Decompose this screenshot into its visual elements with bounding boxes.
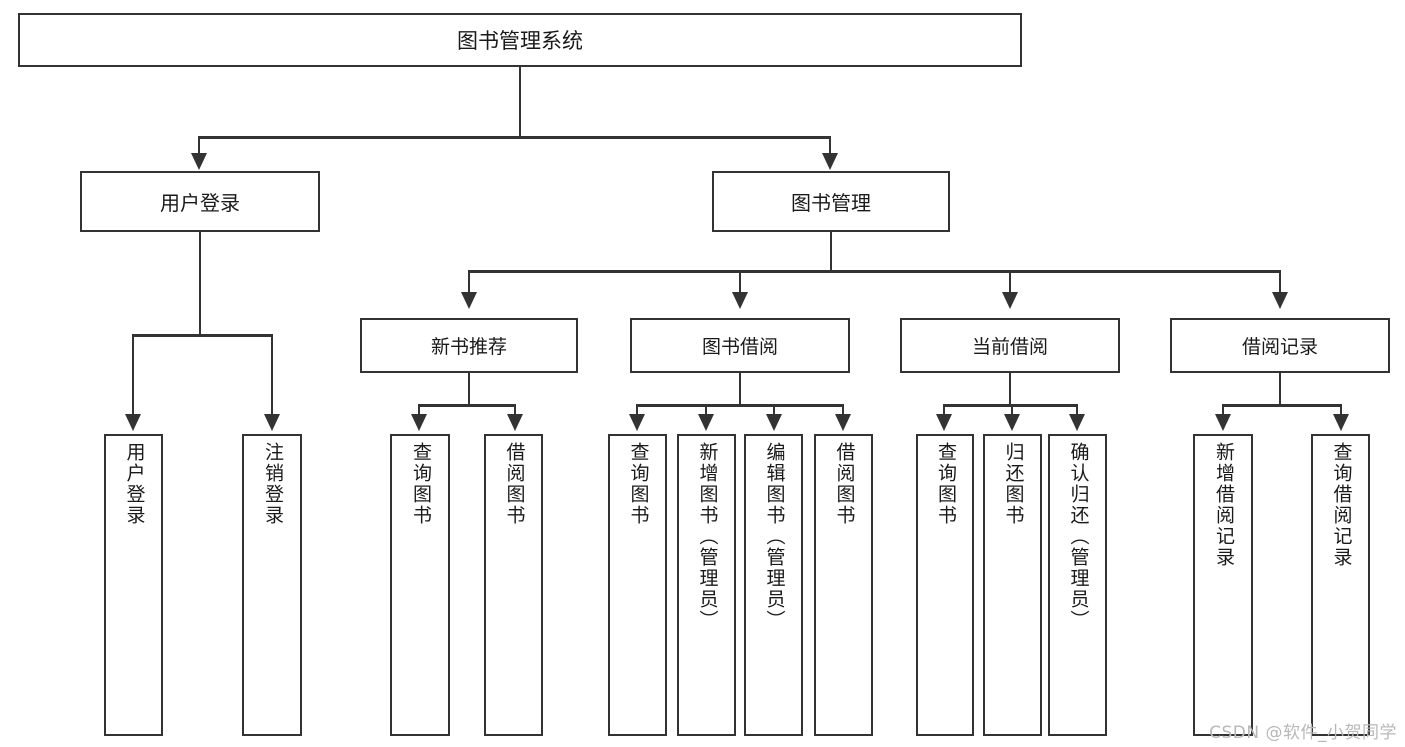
connector-br-left [1222,404,1224,416]
node-new-book-recommend-label: 新书推荐 [430,336,507,358]
connector-user-login-left [132,334,134,416]
connector-nbr-left [418,404,420,416]
leaf-query-book-1-label: 查询图书 [409,442,432,526]
connector-user-login-bar [132,334,272,337]
node-borrow-record-label: 借阅记录 [1241,336,1318,358]
arrow-cb-to-query-book [936,414,952,431]
connector-cb-c2 [1011,404,1013,416]
leaf-query-record[interactable]: 查询借阅记录 [1311,434,1370,736]
connector-bb-c2 [705,404,707,416]
leaf-add-book-label: 新增图书（管理员） [696,442,719,631]
leaf-confirm-return-label: 确认归还（管理员） [1067,442,1090,631]
leaf-borrow-book-2[interactable]: 借阅图书 [814,434,873,736]
leaf-add-record-label: 新增借阅记录 [1212,442,1235,568]
node-root[interactable]: 图书管理系统 [18,13,1022,67]
connector-bb-c1 [636,404,638,416]
arrow-br-to-add-record [1215,414,1231,431]
connector-nbr-stem [468,373,470,406]
leaf-add-book[interactable]: 新增图书（管理员） [677,434,736,736]
leaf-query-book-3[interactable]: 查询图书 [916,434,974,736]
connector-user-login-right [271,334,273,416]
node-book-borrow-label: 图书借阅 [701,336,778,358]
leaf-user-login-label: 用户登录 [123,442,146,526]
node-root-label: 图书管理系统 [457,29,583,53]
leaf-query-record-label: 查询借阅记录 [1330,442,1353,568]
node-user-login[interactable]: 用户登录 [80,171,320,232]
leaf-query-book-2-label: 查询图书 [627,442,650,526]
connector-root-stem [519,67,521,137]
connector-cb-stem [1009,373,1011,406]
arrow-cb-to-confirm-return [1069,414,1085,431]
connector-cb-bar [943,404,1077,407]
arrow-bb-to-query-book [629,414,645,431]
leaf-confirm-return[interactable]: 确认归还（管理员） [1048,434,1107,736]
leaf-return-book[interactable]: 归还图书 [983,434,1042,736]
leaf-return-book-label: 归还图书 [1002,442,1025,526]
arrow-bm-to-borrow-record [1272,292,1288,309]
arrow-br-to-query-record [1333,414,1349,431]
arrow-bm-to-current-borrow [1002,292,1018,309]
connector-book-manage-stem [830,232,832,272]
connector-br-stem [1279,373,1281,406]
leaf-borrow-book-1-label: 借阅图书 [503,442,526,526]
connector-bm-to-current-borrow [1009,270,1011,294]
arrow-nbr-to-borrow-book [507,414,523,431]
connector-root-bar [198,136,831,139]
arrow-bm-to-book-borrow [732,292,748,309]
node-user-login-label: 用户登录 [160,191,240,215]
connector-cb-c1 [943,404,945,416]
arrow-nbr-to-query-book [411,414,427,431]
connector-br-right [1340,404,1342,416]
arrow-bb-to-edit-book [766,414,782,431]
connector-bb-bar [636,404,844,407]
connector-root-to-user-login [198,136,200,156]
connector-bm-to-borrow-record [1279,270,1281,294]
arrow-cb-to-return-book [1004,414,1020,431]
node-new-book-recommend[interactable]: 新书推荐 [360,318,578,373]
leaf-borrow-book-2-label: 借阅图书 [833,442,856,526]
leaf-user-logout-label: 注销登录 [261,442,284,526]
connector-br-bar [1222,404,1342,407]
leaf-query-book-3-label: 查询图书 [934,442,957,526]
connector-user-login-stem [199,232,201,336]
connector-nbr-right [514,404,516,416]
arrow-user-login-to-leaf-user-logout [264,414,280,431]
node-current-borrow-label: 当前借阅 [971,336,1048,358]
connector-cb-c3 [1076,404,1078,416]
node-book-manage-label: 图书管理 [791,191,871,215]
leaf-user-logout[interactable]: 注销登录 [242,434,302,736]
connector-bm-to-book-borrow [739,270,741,294]
connector-root-to-book-manage [829,136,831,156]
leaf-user-login[interactable]: 用户登录 [104,434,163,736]
arrow-root-to-user-login [191,153,207,170]
arrow-root-to-book-manage [822,153,838,170]
node-book-borrow[interactable]: 图书借阅 [630,318,850,373]
node-borrow-record[interactable]: 借阅记录 [1170,318,1390,373]
connector-nbr-bar [418,404,516,407]
leaf-borrow-book-1[interactable]: 借阅图书 [484,434,543,736]
arrow-user-login-to-leaf-user-login [125,414,141,431]
leaf-edit-book-label: 编辑图书（管理员） [763,442,786,631]
leaf-edit-book[interactable]: 编辑图书（管理员） [744,434,803,736]
connector-bb-c3 [773,404,775,416]
leaf-query-book-2[interactable]: 查询图书 [608,434,667,736]
arrow-bb-to-add-book [698,414,714,431]
leaf-query-book-1[interactable]: 查询图书 [390,434,450,736]
connector-bb-stem [739,373,741,406]
node-book-manage[interactable]: 图书管理 [712,171,950,232]
connector-bm-to-new-book [468,270,470,294]
arrow-bm-to-new-book-recommend [461,292,477,309]
connector-bb-c4 [842,404,844,416]
arrow-bb-to-borrow-book [835,414,851,431]
watermark: CSDN @软件_小贺同学 [1209,723,1397,743]
node-current-borrow[interactable]: 当前借阅 [900,318,1120,373]
connector-book-manage-bar [468,270,1281,273]
leaf-add-record[interactable]: 新增借阅记录 [1193,434,1253,736]
